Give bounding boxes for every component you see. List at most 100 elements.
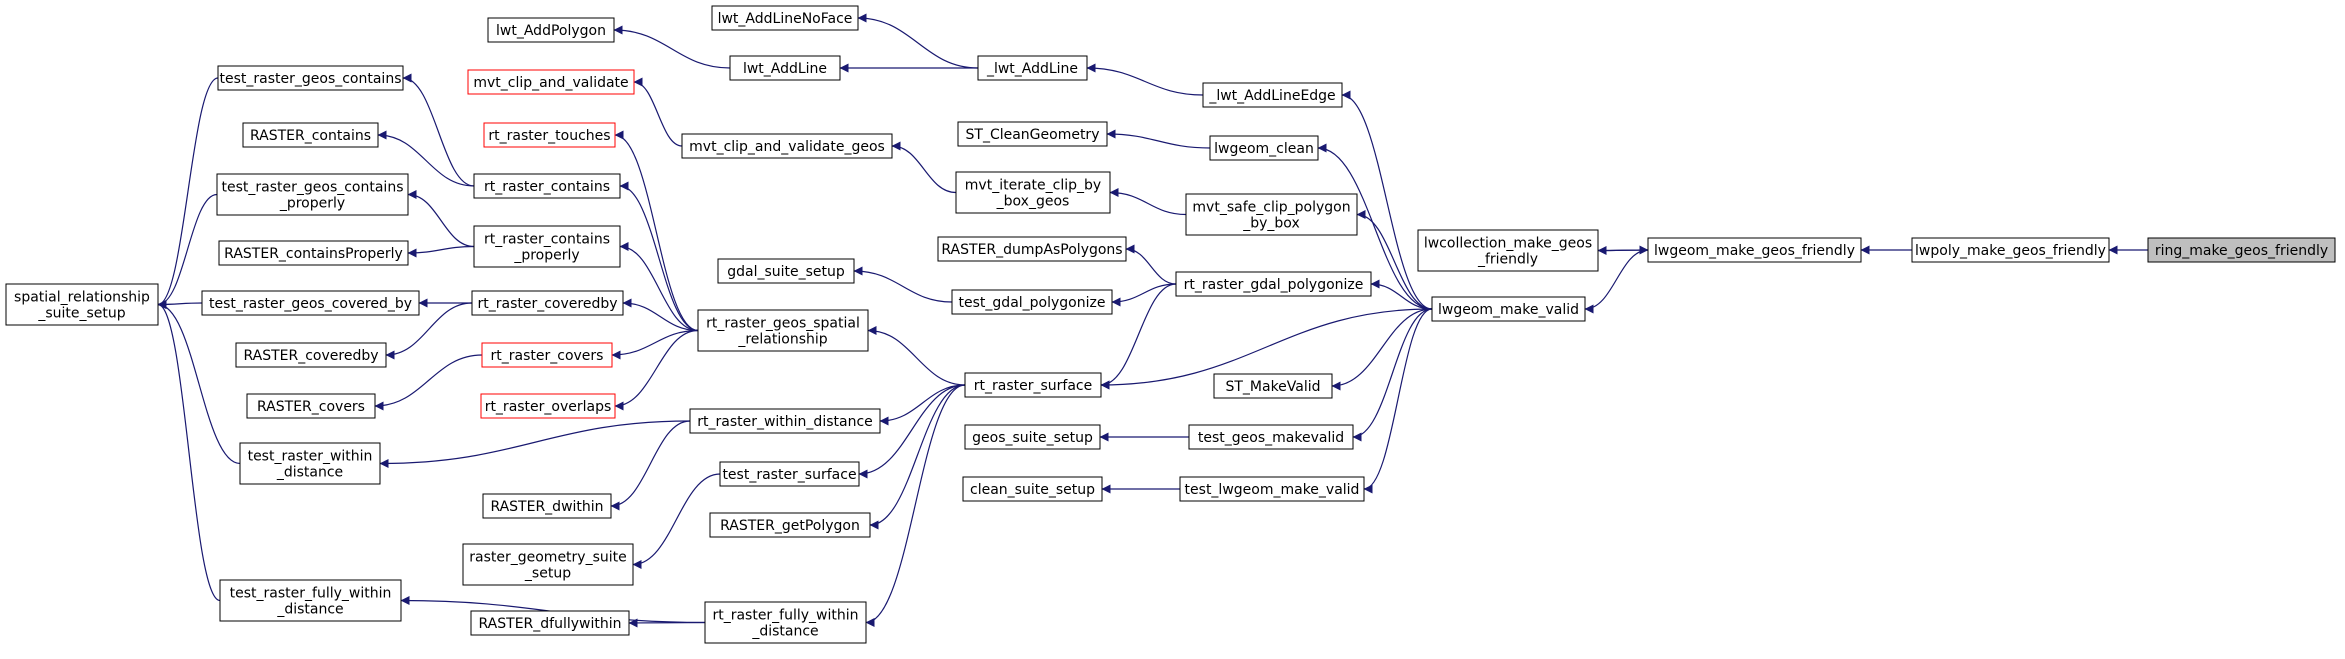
function-node-rt-surface[interactable]: rt_raster_surface bbox=[964, 372, 1102, 398]
call-edge-rt_covers-rt_rgsr bbox=[611, 329, 699, 360]
node-box bbox=[962, 476, 1103, 502]
node-label: test_raster_geos_covered_by bbox=[209, 296, 412, 312]
function-node-test-rfwd[interactable]: test_raster_fully_within_distance bbox=[219, 579, 402, 622]
node-label: test_lwgeom_make_valid bbox=[1185, 482, 1360, 498]
node-box bbox=[1431, 296, 1586, 322]
function-node-test-gp[interactable]: test_gdal_polygonize bbox=[951, 289, 1113, 315]
call-edge-test_gp-rt_rgp bbox=[1111, 283, 1177, 307]
function-node-test-rgc[interactable]: test_raster_geos_contains bbox=[217, 65, 404, 91]
function-node-raster-dfw[interactable]: RASTER_dfullywithin bbox=[470, 610, 630, 636]
call-edge-raster_coveredby-rt_coveredby bbox=[385, 302, 473, 360]
call-edge-st_clean-lwgeom_clean bbox=[1106, 129, 1211, 149]
call-edge-lwt_apoly-lwt_al bbox=[613, 25, 731, 69]
node-label: spatial_relationship bbox=[14, 290, 150, 306]
function-node-rt-overlaps[interactable]: rt_raster_overlaps bbox=[480, 393, 616, 419]
node-label: lwpoly_make_geos_friendly bbox=[1915, 243, 2106, 259]
function-node-lwt-apoly[interactable]: lwt_AddPolygon bbox=[487, 17, 615, 43]
node-box bbox=[217, 65, 404, 91]
function-node-test-rs[interactable]: test_raster_surface bbox=[719, 461, 860, 487]
function-node-lwgeom-mgf[interactable]: lwgeom_make_geos_friendly bbox=[1647, 237, 1862, 263]
function-node-rt-contains[interactable]: rt_raster_contains bbox=[473, 173, 621, 199]
function-node-lwgeom-mv[interactable]: lwgeom_make_valid bbox=[1431, 296, 1586, 322]
call-edge-raster_geom_setup-test_rs bbox=[632, 473, 721, 569]
node-label: rt_raster_geos_spatial bbox=[706, 316, 860, 332]
node-box bbox=[717, 258, 855, 284]
function-node-raster-covers[interactable]: RASTER_covers bbox=[246, 393, 376, 419]
function-node-lwt-al[interactable]: lwt_AddLine bbox=[729, 55, 841, 81]
function-node-raster-dwithin[interactable]: RASTER_dwithin bbox=[482, 493, 612, 519]
call-edge-lwgeom_mv-lwgeom_mgf bbox=[1584, 249, 1649, 314]
function-node-raster-gp[interactable]: RASTER_getPolygon bbox=[709, 512, 871, 538]
node-box bbox=[483, 122, 616, 148]
function-node-clean-setup[interactable]: clean_suite_setup bbox=[962, 476, 1103, 502]
call-edge-raster_dwithin-rt_wd bbox=[610, 420, 691, 511]
call-edge-gdal_setup-test_gp bbox=[853, 266, 953, 303]
node-label: RASTER_dwithin bbox=[490, 499, 603, 515]
function-node-raster-geom-setup[interactable]: raster_geometry_suite_setup bbox=[462, 543, 634, 586]
function-node-lwt-alnf[interactable]: lwt_AddLineNoFace bbox=[711, 5, 859, 31]
function-node-test-gmv[interactable]: test_geos_makevalid bbox=[1188, 424, 1354, 450]
function-node-rt-wd[interactable]: rt_raster_within_distance bbox=[689, 408, 881, 434]
function-node-rt-rgsr[interactable]: rt_raster_geos_spatial_relationship bbox=[697, 309, 869, 352]
node-label: _distance bbox=[276, 602, 343, 618]
function-node-lwgeom-clean[interactable]: lwgeom_clean bbox=[1209, 135, 1319, 161]
function-node-rt-cp[interactable]: rt_raster_contains_properly bbox=[473, 225, 621, 268]
function-node-lwcoll[interactable]: lwcollection_make_geos_friendly bbox=[1417, 229, 1599, 272]
function-node-test-lmv[interactable]: test_lwgeom_make_valid bbox=[1179, 476, 1365, 502]
node-box bbox=[462, 543, 634, 586]
call-edge-_lwt_ale-lwgeom_mv bbox=[1341, 90, 1433, 310]
call-edge-raster_covers-rt_covers bbox=[374, 354, 483, 411]
node-box bbox=[1179, 476, 1365, 502]
function-node-rt-covers[interactable]: rt_raster_covers bbox=[481, 342, 613, 368]
node-box bbox=[467, 69, 635, 95]
function-node-mvt-cavg[interactable]: mvt_clip_and_validate_geos bbox=[681, 133, 893, 159]
function-node-mvt-icb[interactable]: mvt_iterate_clip_by_box_geos bbox=[955, 171, 1111, 214]
call-edge-test_rgcp-rt_cp bbox=[407, 190, 475, 248]
call-edge-srs_setup-test_rgcb bbox=[157, 299, 203, 309]
node-box bbox=[471, 290, 624, 316]
node-box bbox=[964, 424, 1101, 450]
function-node-test-rwd[interactable]: test_raster_within_distance bbox=[239, 442, 381, 485]
node-label: lwgeom_make_geos_friendly bbox=[1654, 243, 1855, 259]
function-node-raster-dap[interactable]: RASTER_dumpAsPolygons bbox=[937, 236, 1127, 262]
node-label: test_raster_geos_contains bbox=[222, 180, 404, 196]
function-node-test-rgcp[interactable]: test_raster_geos_contains_properly bbox=[216, 173, 409, 216]
node-label: test_geos_makevalid bbox=[1198, 430, 1344, 446]
function-node-st-clean[interactable]: ST_CleanGeometry bbox=[957, 121, 1108, 147]
node-label: rt_raster_touches bbox=[488, 128, 610, 144]
call-edge-rt_contains-rt_rgsr bbox=[619, 181, 699, 332]
call-edge-rt_cp-rt_rgsr bbox=[619, 242, 699, 332]
function-node-srs-setup[interactable]: spatial_relationship_suite_setup bbox=[5, 283, 159, 326]
node-box bbox=[955, 171, 1111, 214]
node-box bbox=[681, 133, 893, 159]
node-box bbox=[219, 579, 402, 622]
function-node-rt-fwd[interactable]: rt_raster_fully_within_distance bbox=[704, 601, 867, 644]
node-label: test_gdal_polygonize bbox=[959, 295, 1106, 311]
function-node-rt-coveredby[interactable]: rt_raster_coveredby bbox=[471, 290, 624, 316]
function-node-rt-rgp[interactable]: rt_raster_gdal_polygonize bbox=[1175, 271, 1372, 297]
function-node-raster-contains[interactable]: RASTER_contains bbox=[242, 122, 379, 148]
function-node-rt-touches[interactable]: rt_raster_touches bbox=[483, 122, 616, 148]
function-node-geos-setup[interactable]: geos_suite_setup bbox=[964, 424, 1101, 450]
call-edge-test_rs-rt_surface bbox=[858, 384, 966, 479]
call-edge-_lwt_al-_lwt_ale bbox=[1086, 63, 1204, 96]
node-box bbox=[704, 601, 867, 644]
function-node-ring[interactable]: ring_make_geos_friendly bbox=[2147, 237, 2336, 263]
call-edge-lwgeom_mgf-lwcoll bbox=[1597, 245, 1649, 255]
function-node-gdal-setup[interactable]: gdal_suite_setup bbox=[717, 258, 855, 284]
function-node--lwt-al[interactable]: _lwt_AddLine bbox=[977, 55, 1088, 81]
node-label: _properly bbox=[279, 196, 345, 212]
function-node--lwt-ale[interactable]: _lwt_AddLineEdge bbox=[1202, 82, 1343, 108]
function-node-st-mv[interactable]: ST_MakeValid bbox=[1213, 373, 1333, 399]
function-node-raster-coveredby[interactable]: RASTER_coveredby bbox=[235, 342, 387, 368]
function-node-mvt-scp[interactable]: mvt_safe_clip_polygon_by_box bbox=[1185, 193, 1358, 236]
function-node-mvt-cav[interactable]: mvt_clip_and_validate bbox=[467, 69, 635, 95]
function-node-lwpoly[interactable]: lwpoly_make_geos_friendly bbox=[1911, 237, 2110, 263]
function-node-raster-cp[interactable]: RASTER_containsProperly bbox=[218, 240, 409, 266]
node-label: _properly bbox=[513, 248, 579, 264]
node-box bbox=[719, 461, 860, 487]
function-node-test-rgcb[interactable]: test_raster_geos_covered_by bbox=[201, 290, 420, 316]
node-label: RASTER_dumpAsPolygons bbox=[941, 242, 1122, 258]
node-label: rt_raster_coveredby bbox=[477, 296, 617, 312]
